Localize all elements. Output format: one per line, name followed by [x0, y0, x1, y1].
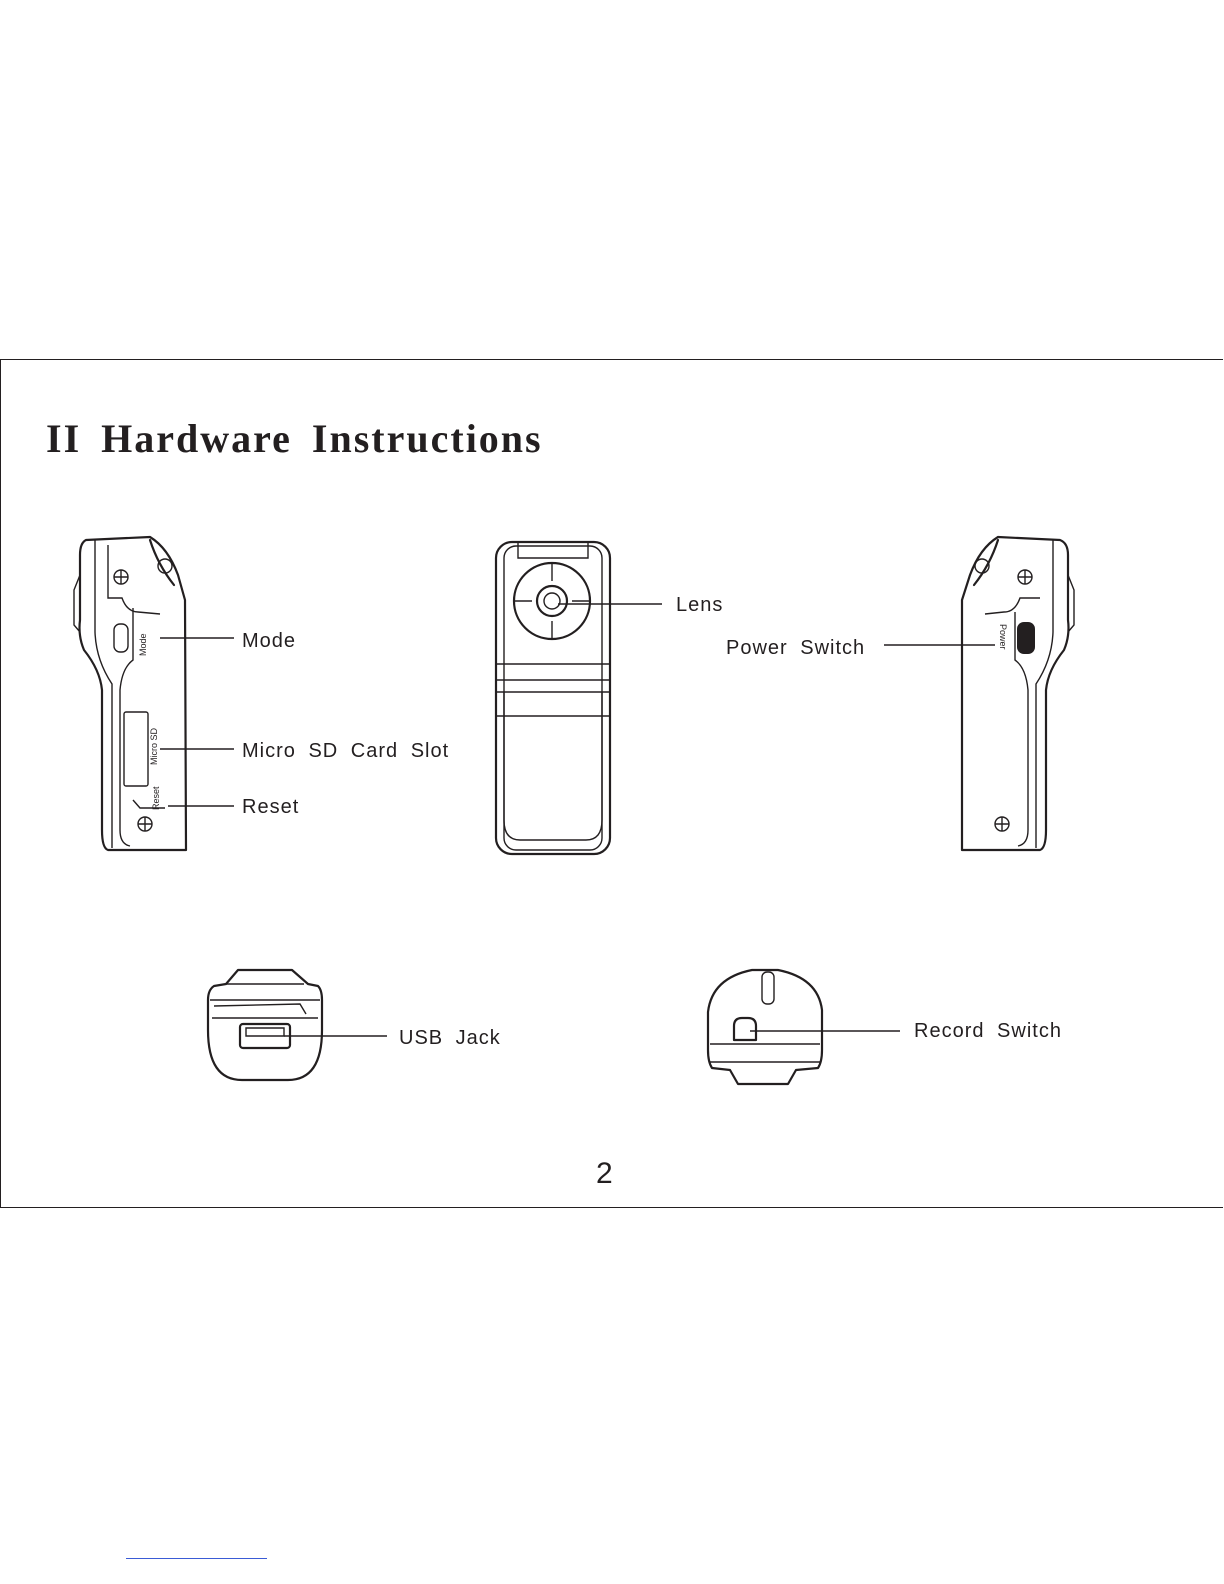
mode-callout-label: Mode [242, 630, 296, 652]
micro-sd-marking: Micro SD [149, 727, 159, 765]
screw-icon [138, 817, 152, 831]
mode-marking: Mode [138, 633, 148, 656]
screw-icon [1018, 570, 1032, 584]
left-side-view: Mode Micro SD Reset [74, 537, 186, 850]
power-switch-callout-label: Power Switch [726, 637, 865, 659]
reset-marking: Reset [151, 786, 161, 810]
front-view [496, 542, 610, 854]
usb-jack-callout-label: USB Jack [399, 1027, 501, 1049]
micro-sd-card-slot-callout-label: Micro SD Card Slot [242, 740, 449, 762]
mode-button[interactable] [114, 624, 128, 652]
power-switch-button[interactable] [1017, 622, 1035, 654]
screw-icon [995, 817, 1009, 831]
right-side-view: Power [962, 537, 1074, 850]
micro-sd-card-slot[interactable] [124, 712, 148, 786]
footer-rule [126, 1558, 267, 1559]
page-number: 2 [596, 1157, 613, 1191]
reset-callout-label: Reset [242, 796, 299, 818]
lens-callout-label: Lens [676, 594, 723, 616]
record-switch-button[interactable] [734, 1018, 756, 1040]
bottom-view-usb [208, 970, 322, 1080]
record-switch-callout-label: Record Switch [914, 1020, 1062, 1042]
lens-icon [537, 586, 567, 616]
screw-icon [114, 570, 128, 584]
power-marking: Power [998, 624, 1008, 650]
top-view-record [708, 970, 822, 1084]
